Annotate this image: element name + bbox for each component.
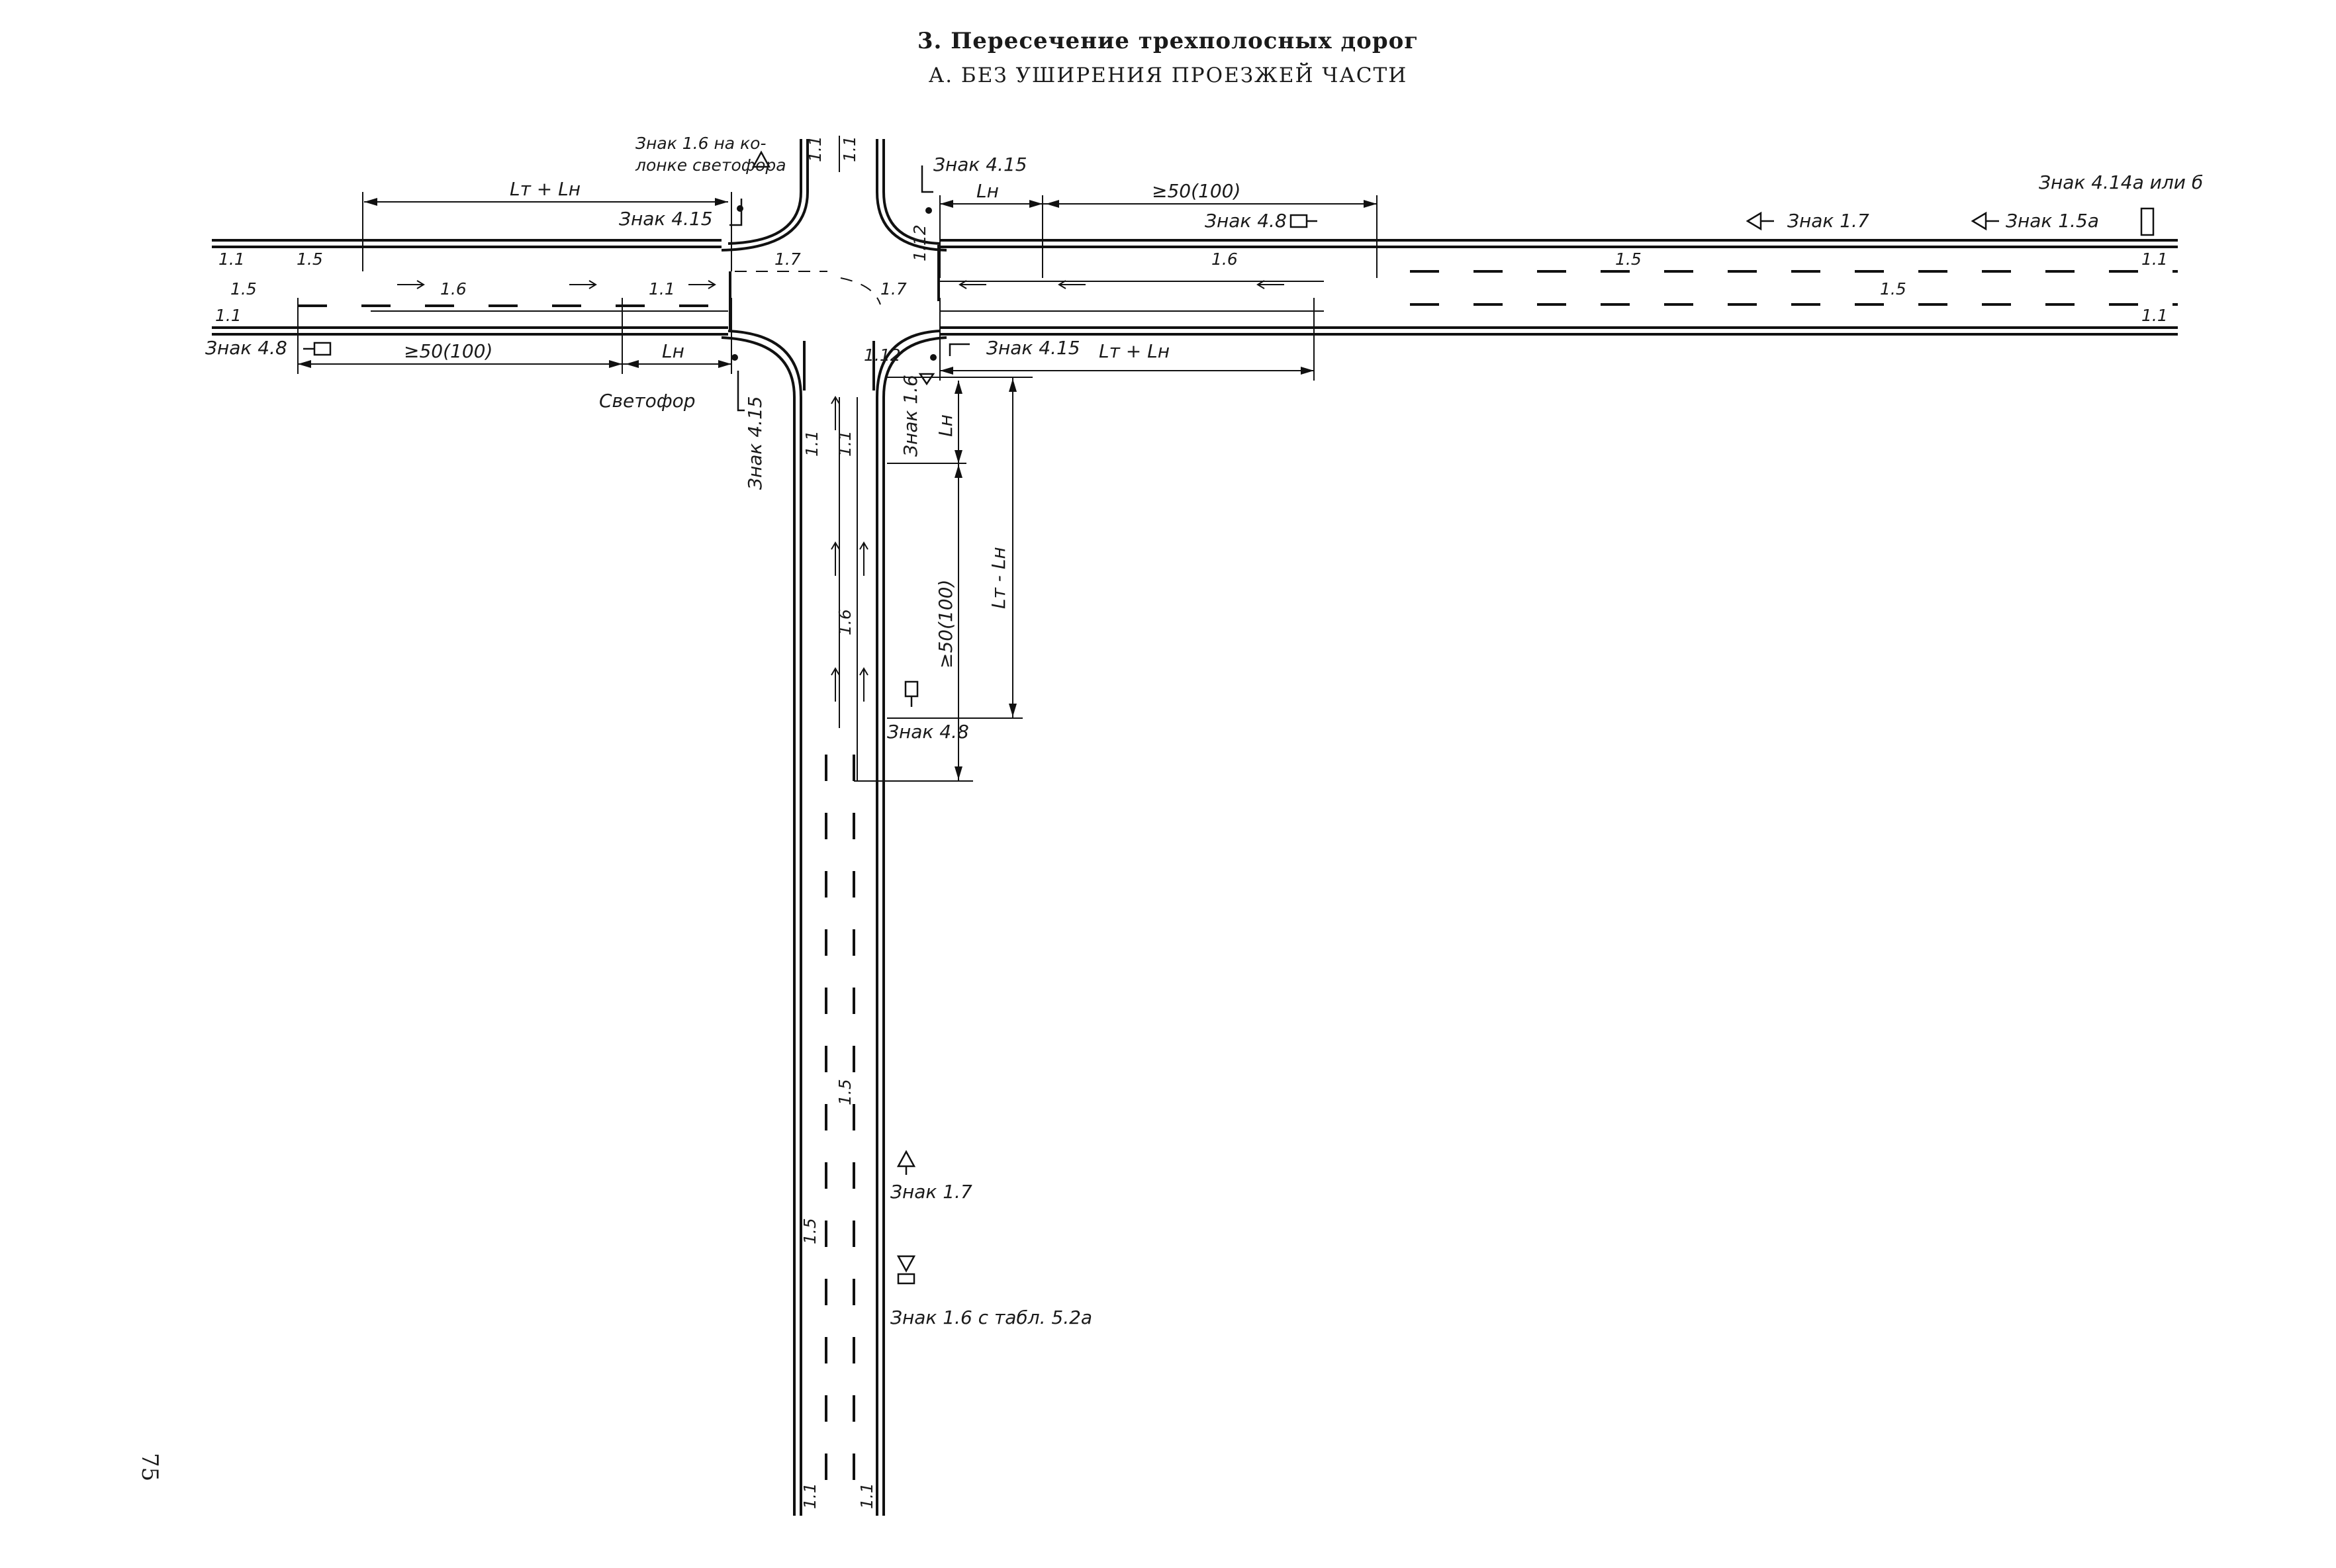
south-road-edges: [721, 330, 947, 1516]
label-dim-ln-s: Lн: [935, 414, 957, 437]
mark-11-nl: 1.1: [806, 136, 825, 162]
diagram-title: 3. Пересечение трехполосных дорог: [917, 28, 1419, 54]
mark-11-wl2: 1.1: [215, 306, 242, 325]
road-signs: [303, 150, 2155, 1285]
dimension-lines: [297, 192, 1378, 782]
mark-112-s: 1.12: [864, 346, 901, 365]
mark-17-c: 1.7: [880, 279, 907, 299]
sign-415-ne-icon: [921, 165, 933, 193]
mark-16-s: 1.6: [835, 609, 855, 635]
marking-17-curve: [840, 277, 881, 305]
mark-11-er1: 1.1: [2141, 250, 2168, 269]
north-road-edges: [721, 136, 947, 252]
label-dim-50-w: ≥50(100): [404, 340, 492, 362]
label-sign48-w: Знак 4.8: [205, 337, 287, 359]
diagram-subtitle: А. БЕЗ УШИРЕНИЯ ПРОЕЗЖЕЙ ЧАСТИ: [928, 64, 1408, 87]
sign-48-s-icon: [904, 680, 919, 698]
mark-15-e1: 1.5: [1615, 250, 1642, 269]
mark-11-br: 1.1: [857, 1483, 876, 1509]
label-sign16-tab: Знак 1.6 с табл. 5.2а: [890, 1307, 1092, 1328]
sign-415-s-icon: [949, 343, 970, 356]
mark-15-e2: 1.5: [1880, 279, 1906, 299]
lane-arrows: [397, 280, 1284, 702]
mark-112-n: 1.12: [910, 224, 929, 261]
label-sign15a-e: Знак 1.5а: [2006, 210, 2099, 232]
sign-15a-e-icon: [1971, 211, 1987, 231]
mark-11-wl: 1.1: [218, 250, 245, 269]
label-sign16-post-1: Знак 1.6 на ко-: [635, 134, 766, 153]
page-number: 75: [136, 1453, 163, 1481]
sign-415-post-icon: [729, 199, 743, 226]
label-sign16-post-2: лонке светофора: [635, 156, 786, 175]
label-dim-50-s: ≥50(100): [935, 580, 957, 669]
label-sign16-s: Знак 1.6: [900, 375, 921, 457]
stop-lines: [729, 245, 940, 391]
label-sign414-e: Знак 4.14а или б: [2039, 171, 2203, 193]
mark-15-s: 1.5: [835, 1079, 855, 1105]
label-sign415-ne: Знак 4.15: [933, 154, 1027, 175]
diagram-labels: Знак 1.6 на ко- лонке светофора Знак 4.1…: [205, 134, 2203, 1509]
mark-16-w: 1.6: [440, 279, 467, 299]
mark-11-s2: 1.1: [835, 430, 855, 457]
mark-16-e: 1.6: [1211, 250, 1238, 269]
sign-414-e-icon: [2140, 207, 2155, 236]
sign-48-w-icon: [313, 342, 332, 356]
label-sign17-s: Знак 1.7: [890, 1181, 972, 1203]
label-sign48-e: Знак 4.8: [1205, 210, 1287, 232]
label-dim-lt-minus-ln: Lт - Lн: [988, 547, 1009, 609]
mark-11-w: 1.1: [649, 279, 675, 299]
traffic-light-post-icon: [737, 205, 743, 212]
mark-11-er2: 1.1: [2141, 306, 2168, 325]
label-dim-lt-ln-w: Lт + Lн: [510, 178, 581, 200]
mark-15-wl: 1.5: [230, 279, 257, 299]
mark-15-s2: 1.5: [800, 1218, 819, 1244]
label-sign17-e: Знак 1.7: [1787, 210, 1869, 232]
mark-11-nr: 1.1: [840, 136, 859, 162]
label-dim-lt-ln-e: Lт + Lн: [1099, 340, 1170, 362]
mark-11-bl: 1.1: [800, 1483, 819, 1509]
label-sign415-sw: Знак 4.15: [744, 396, 766, 490]
sign-17-s-icon: [896, 1150, 916, 1168]
sign-16-s-icon: [918, 373, 935, 386]
sign-48-e-icon: [1289, 214, 1308, 228]
sign-415-sw-icon: [737, 371, 745, 412]
label-sign48-s: Знак 4.8: [887, 721, 969, 743]
label-sign415-s: Знак 4.15: [986, 337, 1080, 359]
label-dim-ln-w: Lн: [662, 340, 684, 362]
label-sign415-nw: Знак 4.15: [619, 208, 713, 230]
mark-17-n: 1.7: [774, 250, 801, 269]
main-road-lane-lines: [298, 270, 2178, 312]
sign-16-triangle-icon: [751, 150, 771, 168]
mark-15-w: 1.5: [297, 250, 323, 269]
sign-17-e-icon: [1746, 211, 1762, 231]
label-dim-50-ne: ≥50(100): [1152, 180, 1240, 202]
label-dim-ln-ne: Lн: [976, 180, 999, 202]
south-road-lane-lines: [825, 397, 858, 1509]
label-svetofor: Светофор: [599, 390, 696, 412]
mark-11-s: 1.1: [802, 430, 821, 457]
sign-16-tab-icon: [896, 1255, 916, 1273]
